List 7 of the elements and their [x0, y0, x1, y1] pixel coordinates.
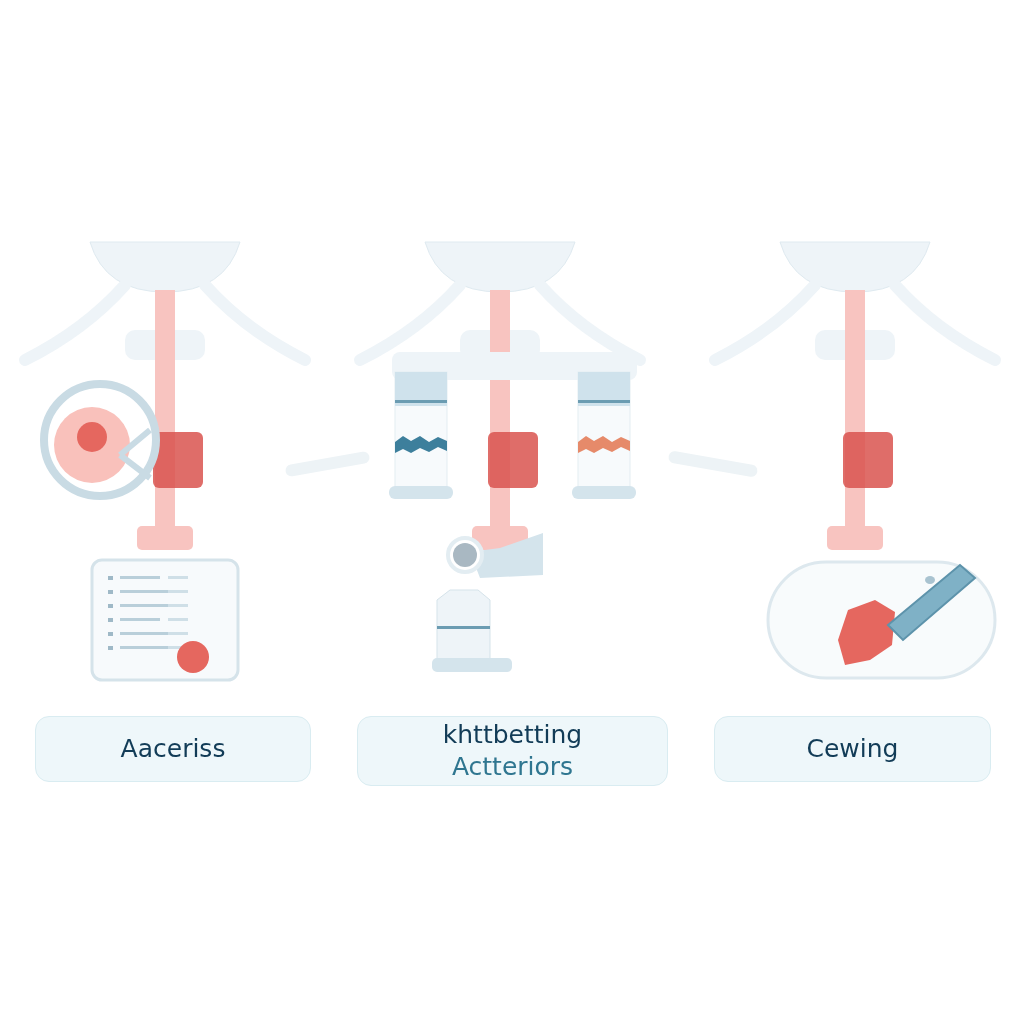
label-box: [357, 716, 668, 786]
label-text: Aaceriss: [120, 733, 226, 765]
subtitle-text: Actteriors: [451, 751, 574, 783]
label-text: khttbetting: [442, 719, 583, 751]
label-text: Cewing: [806, 733, 899, 765]
label-box: [714, 716, 991, 782]
label-box: [35, 716, 311, 782]
